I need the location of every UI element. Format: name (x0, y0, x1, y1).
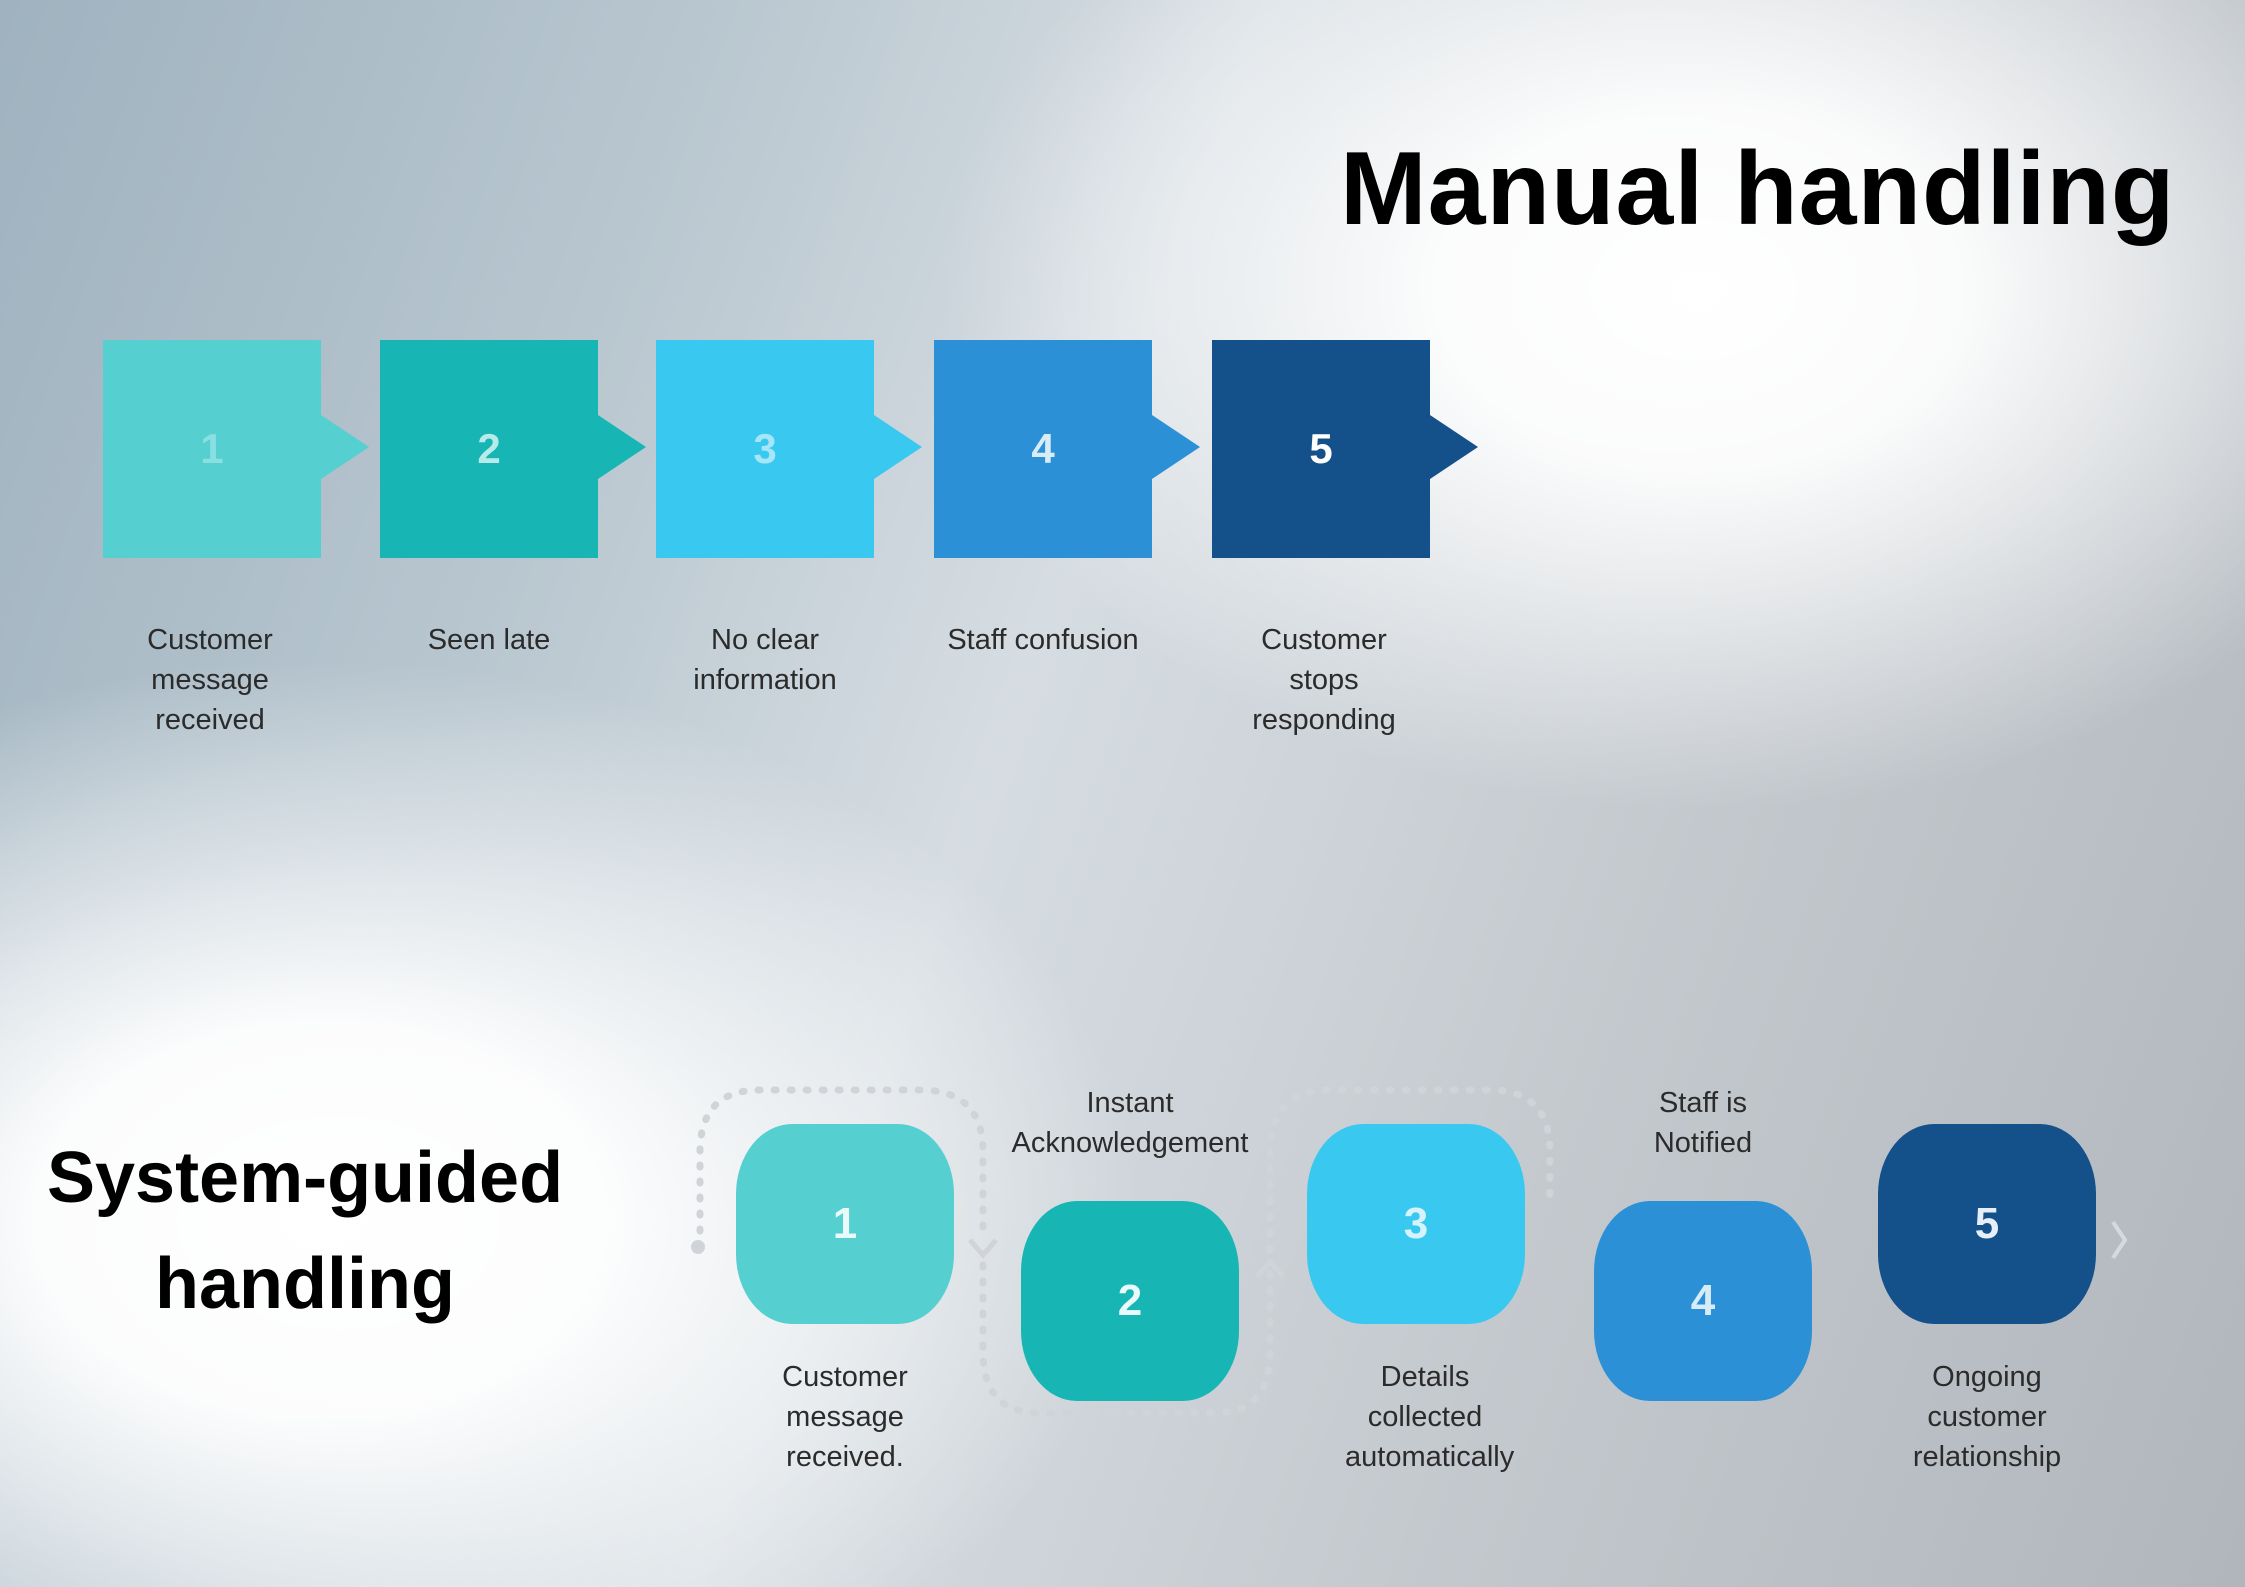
guided-step-5-number: 5 (1974, 1199, 2000, 1248)
guided-step-5-box: 5 (1878, 1124, 2096, 1324)
manual-step-1-box: 1 (103, 340, 321, 558)
manual-step-2-label: Seen late (427, 624, 551, 656)
connector-loop-3 (1266, 1086, 1554, 1254)
manual-step-5-label: Customer stops responding (1252, 624, 1396, 736)
guided-step-4-number: 4 (1690, 1276, 1716, 1325)
manual-step-2-box: 2 (380, 340, 598, 558)
manual-step-4-box: 4 (934, 340, 1152, 558)
connector-chevron-up-icon (1255, 1258, 1285, 1278)
manual-handling-title: Manual handling (1340, 131, 2176, 247)
manual-step-5-arrow-icon (1430, 415, 1478, 479)
connector-end-chevron-icon (2111, 1220, 2128, 1260)
manual-step-2-number: 2 (477, 425, 501, 472)
manual-step-3-label: No clear information (693, 624, 837, 696)
guided-step-3-label: Details collected automatically (1345, 1361, 1515, 1473)
connector-loop-1 (696, 1086, 987, 1251)
connector-loop-2 (979, 1258, 1274, 1417)
connector-chevron-down-icon (968, 1238, 998, 1259)
guided-step-4-label: Staff is Notified (1653, 1087, 1753, 1159)
manual-step-4-arrow-icon (1152, 415, 1200, 479)
manual-step-1-arrow-icon (321, 415, 369, 479)
guided-step-2-box: 2 (1021, 1201, 1239, 1401)
guided-step-2-label: Instant Acknowledgement (1011, 1087, 1249, 1159)
guided-step-4-box: 4 (1594, 1201, 1812, 1401)
manual-step-3-arrow-icon (874, 415, 922, 479)
manual-step-2-arrow-icon (598, 415, 646, 479)
manual-step-4-label: Staff confusion (947, 624, 1139, 656)
manual-step-3-box: 3 (656, 340, 874, 558)
manual-step-4-number: 4 (1031, 425, 1055, 472)
connector-start-dot (691, 1240, 705, 1254)
system-guided-handling-title: System-guided handling (46, 1138, 564, 1324)
guided-step-1-label: Customer message received. (782, 1361, 908, 1473)
guided-step-3-box: 3 (1307, 1124, 1525, 1324)
guided-step-5-label: Ongoing customer relationship (1912, 1361, 2062, 1473)
guided-step-1-number: 1 (832, 1199, 858, 1248)
manual-step-5-box: 5 (1212, 340, 1430, 558)
guided-step-3-number: 3 (1403, 1199, 1429, 1248)
manual-step-1-number: 1 (200, 425, 224, 472)
guided-step-2-number: 2 (1117, 1276, 1143, 1325)
manual-step-1-label: Customer message received (147, 624, 273, 736)
manual-step-5-number: 5 (1309, 425, 1333, 472)
guided-step-1-box: 1 (736, 1124, 954, 1324)
manual-step-3-number: 3 (753, 425, 777, 472)
